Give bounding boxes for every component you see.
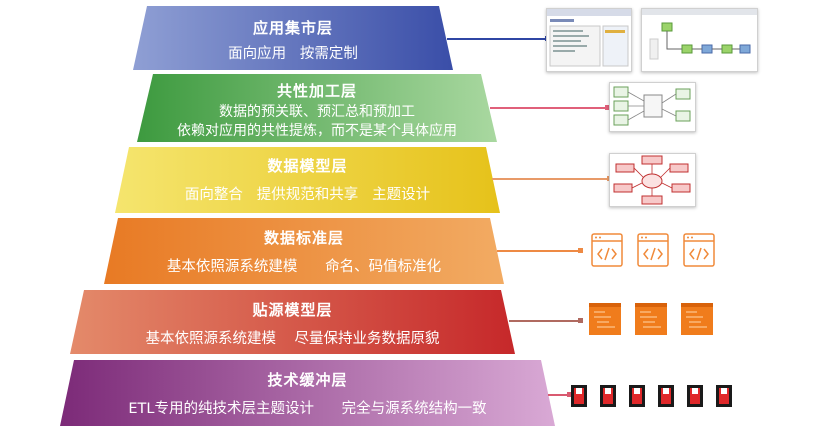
red-file-icon (629, 385, 645, 407)
layer-data-model-title: 数据模型层 (267, 157, 348, 175)
layer-app-mart: 应用集市层 面向应用 按需定制 (133, 6, 453, 70)
layer-data-standard-band (104, 218, 504, 284)
orange-document-icon (681, 303, 713, 335)
connector-data-standard-end (578, 248, 583, 253)
layer-tech-buffer: 技术缓冲层 ETL专用的纯技术层主题设计 完全与源系统结构一致 (60, 360, 555, 426)
layer-app-mart-band (133, 6, 453, 70)
layer-source-model: 贴源模型层 基本依照源系统建模 尽量保持业务数据原貌 (70, 290, 515, 354)
layer-common-processing-title: 共性加工层 (276, 82, 357, 100)
layer-data-standard: 数据标准层 基本依照源系统建模 命名、码值标准化 (104, 218, 504, 284)
connector-data-model (492, 178, 610, 180)
layer-common-processing-desc-1: 数据的预关联、预汇总和预加工 (219, 104, 415, 120)
layer-source-model-band (70, 290, 515, 354)
red-file-icon (687, 385, 703, 407)
layer-app-mart-title: 应用集市层 (252, 19, 333, 37)
layer-source-model-title: 贴源模型层 (252, 301, 333, 319)
connector-source-model (509, 320, 581, 322)
layer-data-model-band (115, 147, 500, 213)
layer-source-model-desc: 基本依照源系统建模 尽量保持业务数据原貌 (145, 331, 440, 347)
data-flow-diagram-icon (609, 82, 696, 132)
connector-tech-buffer-end (567, 392, 572, 397)
layer-tech-buffer-desc: ETL专用的纯技术层主题设计 完全与源系统结构一致 (128, 401, 487, 417)
connector-tech-buffer (548, 394, 570, 396)
workflow-screenshot-icon (641, 8, 758, 72)
layer-data-standard-title: 数据标准层 (263, 229, 344, 247)
orange-document-icon (635, 303, 667, 335)
red-file-icon (600, 385, 616, 407)
code-window-icon (683, 233, 715, 267)
layer-tech-buffer-title: 技术缓冲层 (267, 371, 348, 389)
connector-app-mart (447, 38, 547, 40)
code-window-icon (637, 233, 669, 267)
entity-relationship-diagram-icon (609, 153, 696, 207)
red-file-icon (716, 385, 732, 407)
red-file-icon (571, 385, 587, 407)
layer-data-standard-desc: 基本依照源系统建模 命名、码值标准化 (166, 259, 442, 275)
connector-common-processing (490, 107, 608, 109)
red-file-icon (658, 385, 674, 407)
layer-common-processing-desc-2: 依赖对应用的共性提炼，而不是某个具体应用 (177, 123, 457, 139)
app-window-screenshot-icon (546, 8, 632, 72)
code-window-icon (591, 233, 623, 267)
connector-common-processing-end (605, 105, 610, 110)
layer-data-model: 数据模型层 面向整合 提供规范和共享 主题设计 (115, 147, 500, 213)
layer-common-processing-band (137, 74, 497, 142)
layer-common-processing: 共性加工层 数据的预关联、预汇总和预加工 依赖对应用的共性提炼，而不是某个具体应… (137, 74, 497, 142)
layer-tech-buffer-band (60, 360, 555, 426)
layer-data-model-desc: 面向整合 提供规范和共享 主题设计 (184, 187, 431, 203)
connector-source-model-end (578, 318, 583, 323)
orange-document-icon (589, 303, 621, 335)
layer-app-mart-desc: 面向应用 按需定制 (228, 46, 358, 62)
connector-data-standard (497, 250, 581, 252)
